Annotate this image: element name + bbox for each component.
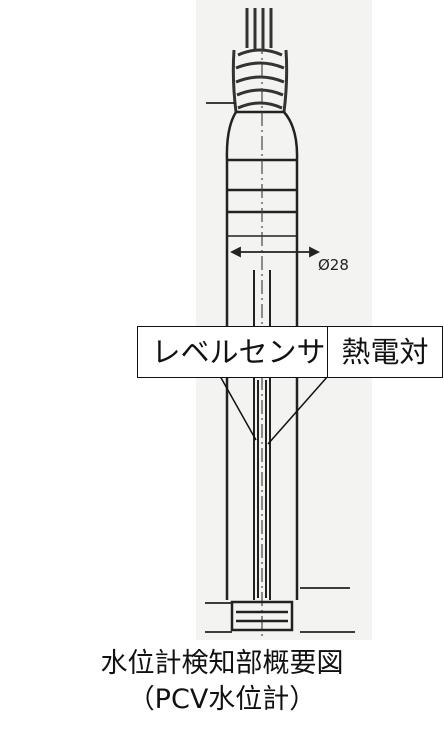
- probe-bottom-cap: [230, 600, 294, 632]
- dimension-line: [205, 102, 355, 633]
- cable-spiral: [231, 8, 289, 113]
- caption-title: 水位計検知部概要図: [100, 648, 344, 679]
- caption-subtitle: （PCV水位計）: [127, 684, 317, 715]
- leader-lines: [219, 375, 329, 445]
- dimension-text: Ø28: [318, 256, 349, 274]
- thermocouple-label: 熱電対: [327, 326, 443, 378]
